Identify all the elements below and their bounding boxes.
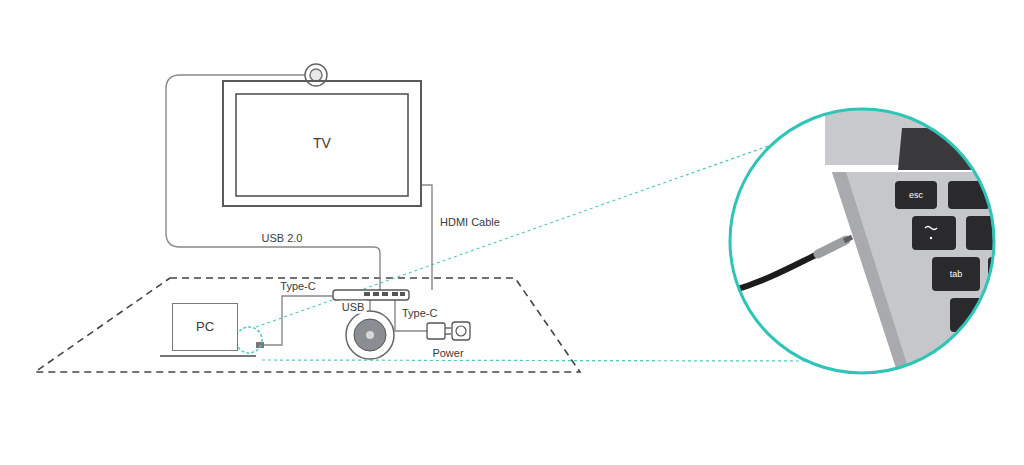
usb-wire	[166, 75, 380, 290]
cable-label: USB 2.0	[260, 232, 305, 245]
desk-area	[35, 278, 580, 372]
hdmi-wire	[422, 185, 432, 290]
speaker-wire	[369, 300, 370, 312]
laptop-hinge	[898, 128, 1000, 170]
typec-tip	[844, 237, 852, 241]
typec-wire	[264, 296, 334, 345]
node-label: TV	[311, 135, 333, 151]
zoom-view	[720, 100, 1018, 390]
cable-label: Type-C	[278, 280, 317, 293]
laptop-body	[832, 172, 1000, 380]
camera	[305, 64, 327, 86]
zoom-marker	[236, 327, 262, 353]
hub-port	[400, 292, 405, 296]
port-label: USB	[340, 301, 367, 314]
wall-outlet	[452, 322, 470, 340]
key	[950, 298, 1002, 332]
key-esc	[895, 181, 937, 209]
power-adapter	[427, 323, 445, 339]
speaker-button	[366, 331, 374, 339]
speaker-grille	[354, 319, 386, 351]
key	[968, 340, 1018, 374]
adapter-prong	[445, 333, 451, 334]
node-label: PC	[194, 320, 216, 335]
key	[948, 181, 990, 209]
key-tilde	[912, 216, 956, 250]
hub-port	[392, 292, 398, 296]
key-tab	[932, 257, 980, 291]
laptop-base	[160, 355, 256, 357]
hub-port	[364, 292, 370, 296]
zoom-circle	[730, 109, 994, 373]
power-adapter-node: Power	[420, 318, 476, 360]
key-label: esc	[907, 190, 925, 200]
key	[966, 216, 1006, 250]
grave-mark	[930, 237, 932, 239]
outlet-socket	[456, 326, 466, 336]
cable-label: Type-C	[400, 307, 439, 320]
hub-port	[373, 292, 379, 296]
power-wire	[395, 300, 427, 331]
typec-connector	[818, 240, 846, 254]
zoom-ground	[720, 100, 1010, 390]
adapter-prong	[445, 327, 451, 328]
zoom-leader	[262, 360, 807, 361]
pc-laptop-box: PC	[172, 303, 238, 351]
tilde-mark	[925, 227, 937, 230]
key-label: tab	[948, 269, 965, 279]
cable-label: HDMI Cable	[438, 216, 502, 229]
usb-hub	[333, 290, 409, 300]
zoom-leader	[256, 145, 771, 327]
tv-screen-box: TV	[222, 80, 422, 207]
tv-screen	[236, 94, 408, 196]
node-label: Power	[430, 347, 465, 360]
speakerphone	[346, 311, 394, 359]
hub-port	[382, 292, 388, 296]
camera-lens	[310, 69, 322, 81]
typec-cable	[728, 252, 822, 292]
